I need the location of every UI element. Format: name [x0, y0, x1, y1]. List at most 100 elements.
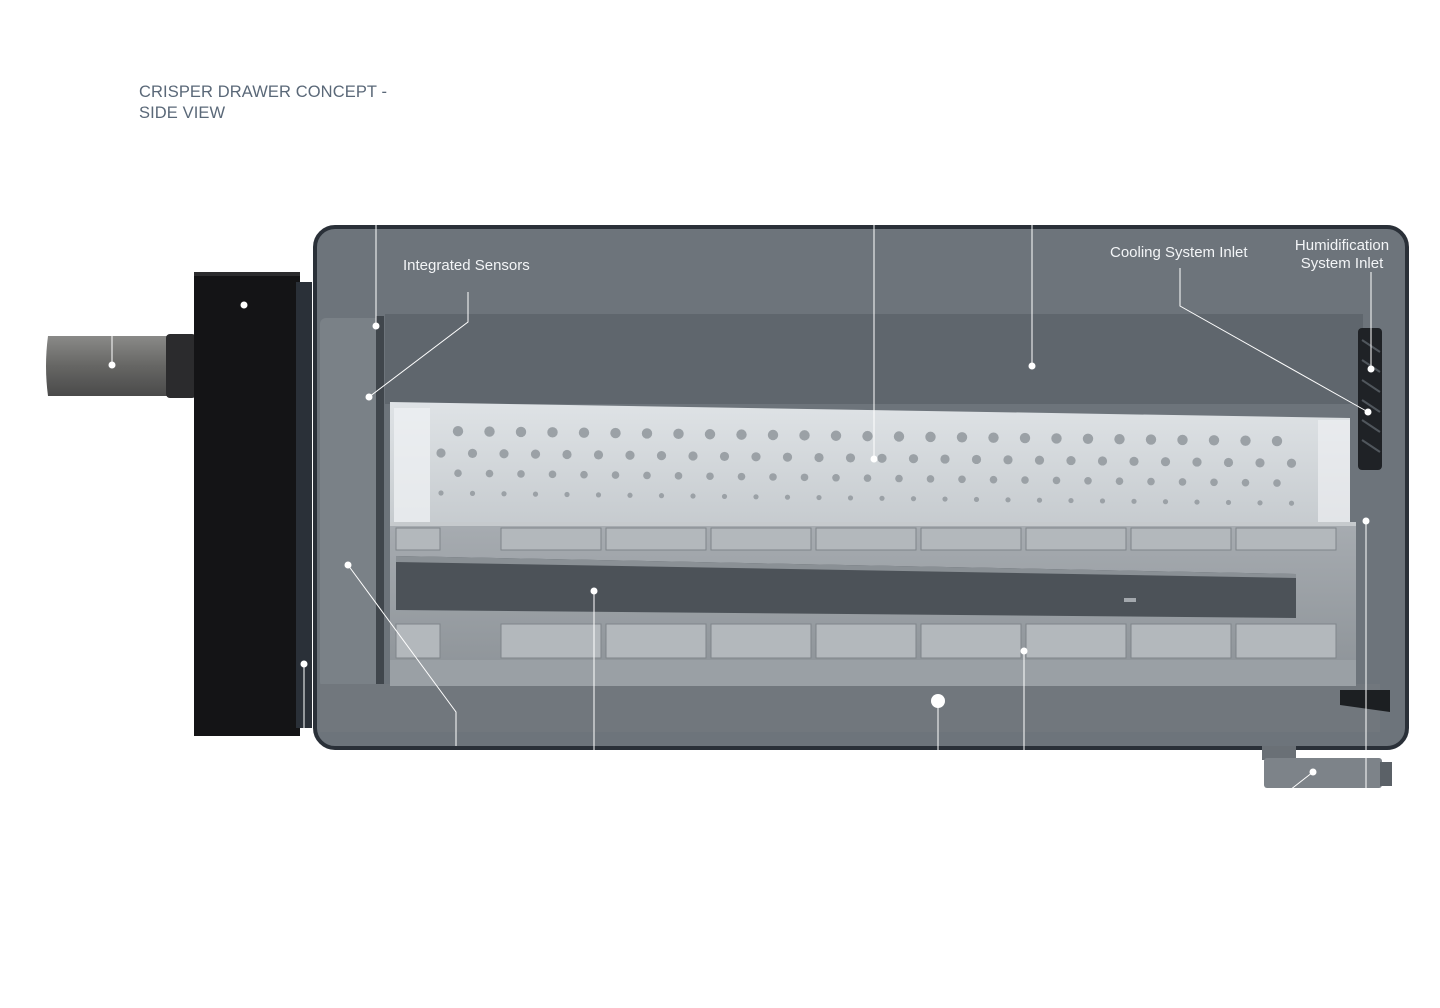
perforation-hole: [1052, 476, 1061, 485]
humidifier-outlet: [1262, 746, 1392, 788]
perforation-hole: [517, 470, 525, 478]
perforation-hole: [532, 491, 539, 497]
tray-rib: [500, 527, 602, 551]
perforation-hole: [673, 428, 684, 440]
perforation-hole: [530, 449, 541, 459]
perforation-hole: [627, 492, 633, 498]
perforation-hole: [800, 473, 809, 482]
perforation-hole: [895, 474, 903, 483]
perforation-hole: [940, 454, 950, 464]
tray-rib: [920, 527, 1022, 551]
perforation-hole: [469, 490, 476, 496]
perforation-hole: [1210, 478, 1218, 487]
perforation-hole: [1147, 477, 1155, 486]
perforation-hole: [1082, 433, 1094, 444]
perforation-hole: [499, 449, 509, 459]
tray-rib: [815, 527, 917, 551]
perforation-hole: [1036, 497, 1043, 503]
perforation-hole: [484, 426, 495, 437]
tray-rib: [605, 527, 707, 551]
perforation-hole: [736, 429, 747, 440]
perforation-hole: [1273, 479, 1281, 487]
humidification-label-line-2: System Inlet: [1301, 255, 1384, 272]
tray-rib: [1025, 527, 1127, 551]
title-line-2: SIDE VIEW: [139, 104, 226, 122]
perforation-hole: [926, 475, 935, 483]
perforation-hole: [438, 490, 444, 496]
tray-rib: [1235, 623, 1337, 659]
tray-rib: [1235, 527, 1337, 551]
perforation-hole: [1162, 499, 1169, 505]
perforation-hole: [452, 426, 464, 437]
tray-rib: [1025, 623, 1127, 659]
perforation-hole: [674, 472, 683, 480]
perforation-hole: [862, 430, 873, 442]
perforation-hole: [973, 496, 980, 503]
perforation-hole: [1145, 434, 1157, 445]
perforation-hole: [1114, 433, 1125, 445]
perforation-hole: [908, 454, 919, 464]
perforation-hole: [971, 454, 982, 465]
perforation-hole: [879, 495, 885, 501]
tray-rib: [1130, 527, 1232, 551]
callout-lines: [111, 222, 1372, 791]
perforation-hole: [1097, 456, 1108, 466]
perforation-hole: [641, 428, 653, 439]
perforation-hole: [719, 451, 730, 462]
perforation-hole: [893, 431, 905, 442]
tray-rib: [710, 623, 812, 659]
perforation-hole: [830, 430, 842, 441]
perforation-hole: [1131, 498, 1137, 504]
perforation-hole: [1286, 458, 1297, 468]
perforation-hole: [958, 475, 966, 484]
title-line-1: CRISPER DRAWER CONCEPT -: [139, 83, 388, 101]
perforation-hole: [751, 452, 761, 462]
tray-rib: [500, 623, 602, 659]
perforation-hole: [1003, 455, 1013, 465]
perforation-hole: [562, 449, 572, 460]
perforation-hole: [688, 451, 698, 461]
perforation-hole: [1257, 500, 1263, 506]
perforation-hole: [1192, 457, 1202, 467]
perforation-hole: [1177, 434, 1188, 446]
perforation-hole: [1194, 499, 1200, 505]
cooling-system-inlet-label: Cooling System Inlet: [1110, 244, 1248, 261]
humidification-label-line-1: Humidification: [1295, 237, 1389, 254]
perforation-hole: [1241, 478, 1250, 487]
drawer-handle: [46, 334, 196, 398]
tray-rib: [920, 623, 1022, 659]
perforation-hole: [769, 473, 777, 481]
perforation-hole: [610, 427, 621, 439]
perforation-hole: [580, 470, 588, 479]
perforation-hole: [1066, 455, 1076, 466]
perforation-hole: [877, 453, 887, 463]
perforation-hole: [706, 472, 714, 481]
perforation-hole: [643, 471, 651, 480]
perforation-hole: [910, 496, 917, 502]
lower-tray: [390, 522, 1356, 686]
tray-rib: [395, 623, 441, 659]
perforation-hole: [1208, 435, 1220, 446]
integrated-sensors-label: Integrated Sensors: [403, 257, 530, 274]
perforation-hole: [784, 494, 791, 500]
perforation-hole: [737, 472, 746, 481]
perforation-hole: [832, 473, 840, 482]
perforation-hole: [1240, 435, 1251, 446]
perforation-hole: [753, 494, 759, 500]
perforation-hole: [611, 471, 620, 479]
perforation-hole: [1178, 478, 1187, 486]
perforation-hole: [814, 452, 824, 463]
perforation-hole: [1223, 457, 1234, 468]
perforation-hole: [816, 494, 822, 501]
perforation-hole: [564, 491, 570, 498]
perforated-drawer: [390, 402, 1350, 540]
perforation-hole: [1005, 497, 1011, 503]
tray-rib: [1130, 623, 1232, 659]
perforation-hole: [988, 432, 999, 443]
tray-rib: [815, 623, 917, 659]
perforation-hole: [845, 453, 856, 463]
perforation-hole: [1019, 432, 1031, 444]
perforation-hole: [847, 495, 854, 501]
perforation-hole: [595, 492, 602, 498]
